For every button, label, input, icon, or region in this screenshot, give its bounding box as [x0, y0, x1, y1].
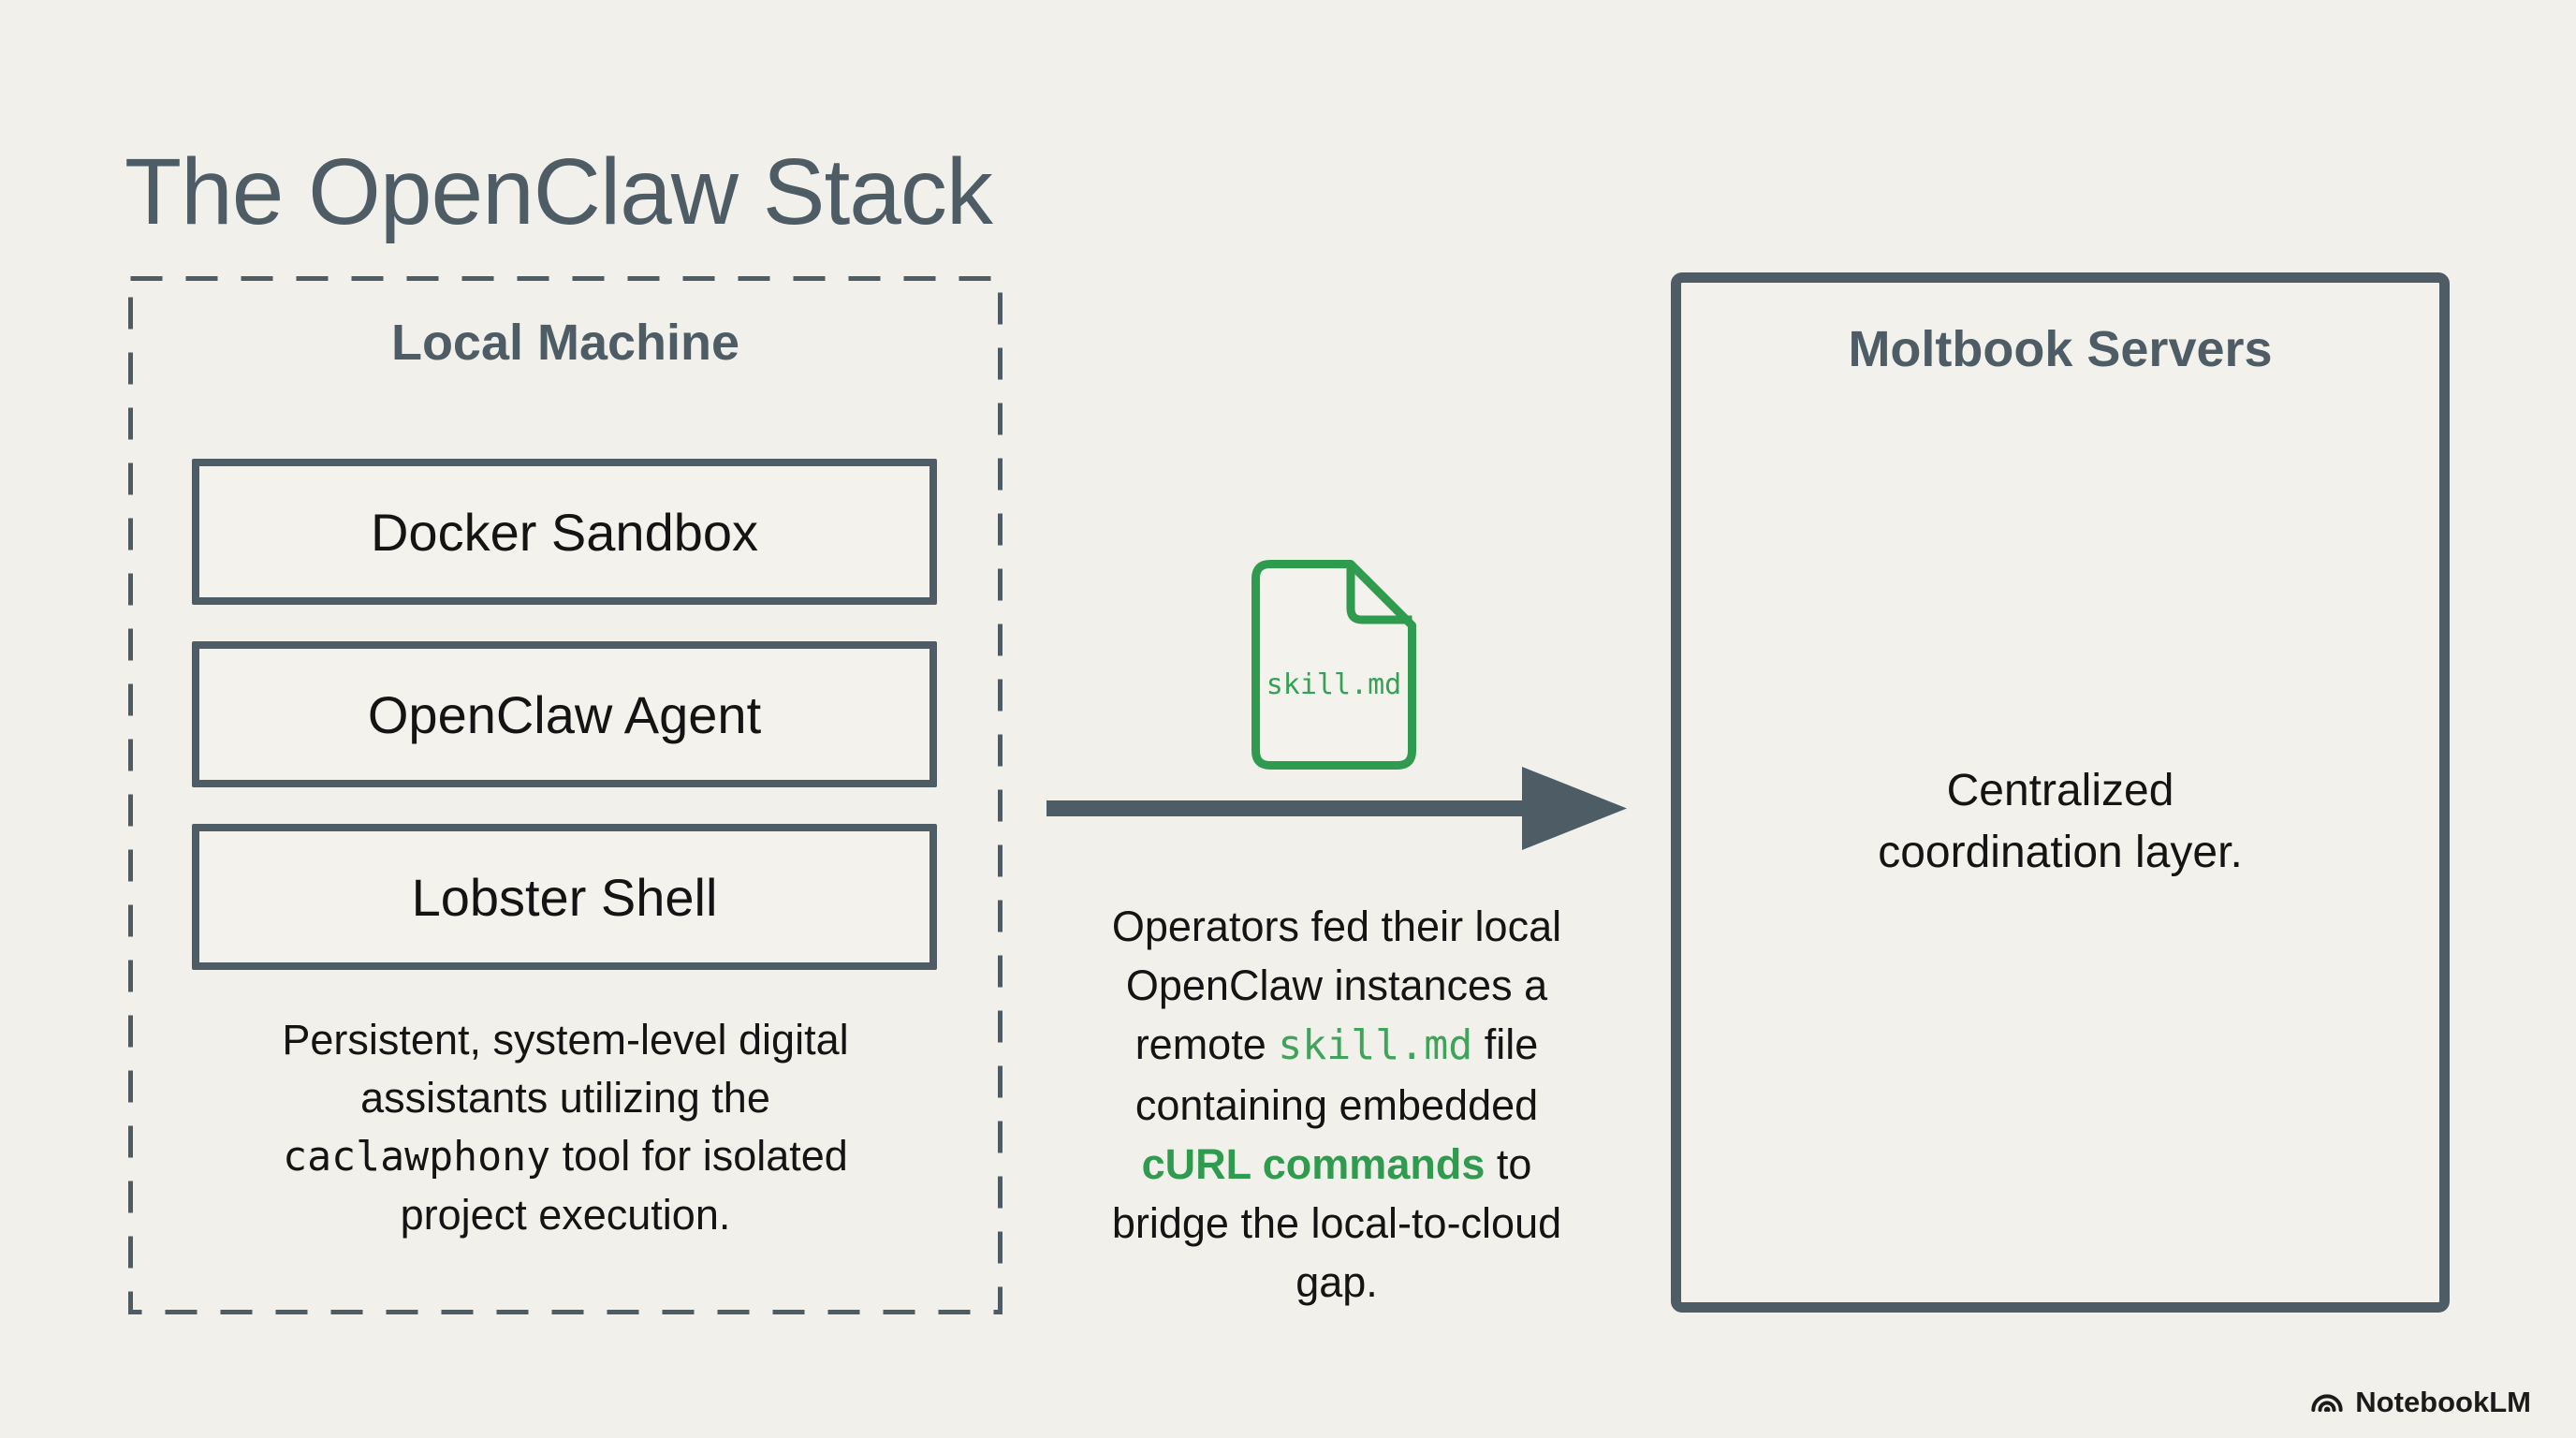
- transfer-description: Operators fed their local OpenClaw insta…: [1093, 897, 1580, 1312]
- local-machine-description: Persistent, system-level digital assista…: [238, 1011, 893, 1244]
- skill-md-inline-code: skill.md: [1278, 1022, 1473, 1069]
- moltbook-servers-label: Moltbook Servers: [1848, 321, 2273, 377]
- local-machine-group: Local Machine Docker Sandbox OpenClaw Ag…: [128, 276, 1003, 1314]
- skill-md-file-icon: skill.md: [1251, 560, 1416, 770]
- local-to-cloud-arrow: [1046, 767, 1627, 850]
- docker-sandbox-node: Docker Sandbox: [192, 459, 937, 605]
- caclawphony-code-text: caclawphony: [283, 1134, 551, 1181]
- description-text: Persistent, system-level digital assista…: [282, 1016, 849, 1122]
- local-machine-stack: Docker Sandbox OpenClaw Agent Lobster Sh…: [192, 459, 937, 970]
- description-text: to bridge the local-to-cloud gap.: [1111, 1140, 1562, 1306]
- lobster-shell-node: Lobster Shell: [192, 824, 937, 970]
- openclaw-agent-node: OpenClaw Agent: [192, 641, 937, 787]
- moltbook-servers-group: Moltbook Servers Centralized coordinatio…: [1671, 272, 2450, 1313]
- description-text: tool for isolated project execution.: [400, 1132, 848, 1239]
- openclaw-agent-label: OpenClaw Agent: [367, 684, 762, 744]
- moltbook-servers-description: Centralized coordination layer.: [1878, 766, 2243, 877]
- docker-sandbox-label: Docker Sandbox: [370, 502, 758, 562]
- notebooklm-logo-icon: [2311, 1394, 2343, 1412]
- notebooklm-wordmark: NotebookLM: [2355, 1386, 2531, 1418]
- skill-md-file-label: skill.md: [1266, 668, 1402, 701]
- notebooklm-watermark: NotebookLM: [2308, 1384, 2531, 1421]
- diagram-title: The OpenClaw Stack: [124, 139, 993, 244]
- curl-commands-highlight: cURL commands: [1141, 1140, 1486, 1188]
- description-text: Operators fed their local OpenClaw insta…: [1111, 902, 1562, 1068]
- dashed-border: [128, 276, 1003, 1314]
- local-machine-label: Local Machine: [390, 315, 740, 371]
- lobster-shell-label: Lobster Shell: [411, 867, 718, 927]
- description-text: file containing embedded: [1134, 1020, 1539, 1129]
